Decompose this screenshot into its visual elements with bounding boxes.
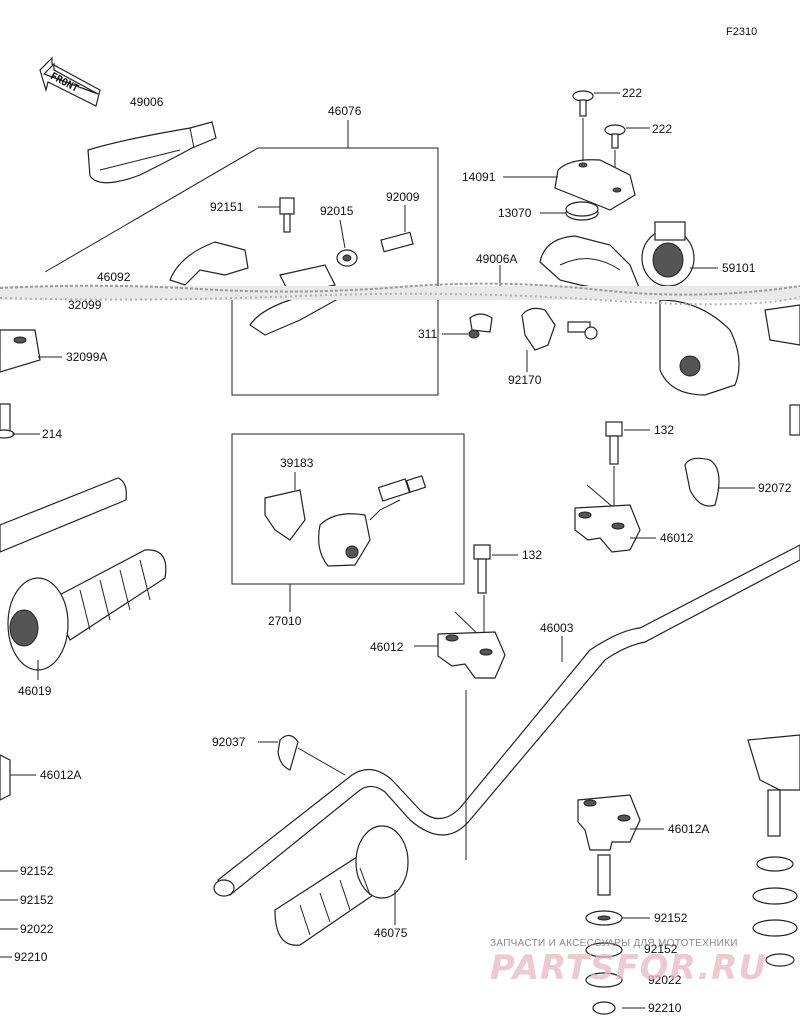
bolt-132-lower-icon — [473, 544, 491, 594]
part-number-92152-c[interactable]: 92152 — [654, 911, 688, 925]
riser-far-right-icon — [747, 734, 800, 967]
part-number-132-a[interactable]: 132 — [654, 423, 675, 437]
grip-46019-icon — [7, 549, 167, 671]
throttle-pulley-59101-icon — [641, 221, 695, 287]
part-number-46075[interactable]: 46075 — [374, 926, 408, 940]
part-number-46019[interactable]: 46019 — [18, 684, 52, 698]
throttle-holder-cover-icon — [554, 159, 636, 211]
part-number-222-a[interactable]: 222 — [622, 86, 643, 100]
left-bar-end-icon — [0, 477, 127, 553]
part-number-46092[interactable]: 46092 — [97, 270, 131, 284]
part-number-46012-b[interactable]: 46012 — [370, 640, 404, 654]
lever-bracket-icon — [659, 299, 800, 436]
part-number-92151[interactable]: 92151 — [210, 200, 244, 214]
bolt-92151-icon — [279, 197, 295, 233]
part-number-92072[interactable]: 92072 — [758, 481, 792, 495]
holder-32099A-icon — [0, 329, 41, 373]
part-number-46003[interactable]: 46003 — [540, 621, 574, 635]
part-number-92170[interactable]: 92170 — [508, 373, 542, 387]
part-number-92037[interactable]: 92037 — [212, 735, 246, 749]
bolt-214-icon — [0, 403, 15, 439]
front-arrow-icon — [39, 56, 101, 107]
screw-222-icon — [572, 90, 626, 149]
watermark-brand: PARTSFOR.RU — [490, 948, 768, 988]
part-number-92022-a[interactable]: 92022 — [20, 922, 54, 936]
part-number-132-b[interactable]: 132 — [522, 548, 543, 562]
part-number-92022-b[interactable]: 92022 — [648, 973, 682, 987]
part-number-46076[interactable]: 46076 — [328, 104, 362, 118]
bolt-132-upper-icon — [605, 421, 623, 465]
handlebar-clamp-lower-icon — [437, 631, 506, 679]
riser-46012A-left-icon — [0, 754, 11, 801]
throttle-housing-icon — [539, 235, 641, 291]
part-number-39183[interactable]: 39183 — [280, 456, 314, 470]
clip-92037-icon — [277, 734, 299, 771]
part-number-49006[interactable]: 49006 — [130, 95, 164, 109]
assembly-box-46076 — [44, 147, 439, 396]
grip-46075-icon — [274, 825, 409, 946]
part-number-311[interactable]: 311 — [418, 327, 438, 341]
part-number-46012A-b[interactable]: 46012A — [668, 822, 710, 836]
part-number-92152-d[interactable]: 92152 — [644, 942, 678, 956]
part-number-14091[interactable]: 14091 — [462, 170, 496, 184]
clamp-92170-icon — [468, 307, 598, 351]
watermark-tagline: ЗАПЧАСТИ И АКСЕССУАРЫ ДЛЯ МОТОТЕХНИКИ — [490, 938, 738, 949]
part-number-92009[interactable]: 92009 — [386, 190, 420, 204]
part-number-27010[interactable]: 27010 — [268, 614, 302, 628]
part-number-59101[interactable]: 59101 — [722, 261, 756, 275]
cable-guide-13070-icon — [565, 201, 599, 221]
adjuster-92009-icon — [380, 231, 414, 253]
part-number-92152-b[interactable]: 92152 — [20, 893, 54, 907]
part-number-214[interactable]: 214 — [42, 427, 63, 441]
part-number-46012-a[interactable]: 46012 — [660, 531, 694, 545]
handlebar-46003-icon — [213, 544, 800, 897]
washers-right-icon — [585, 910, 623, 1015]
band-92072-icon — [684, 457, 720, 507]
figure-code: F2310 — [726, 26, 758, 38]
part-number-13070[interactable]: 13070 — [498, 206, 532, 220]
riser-46012A-right-icon — [577, 794, 641, 896]
handlebar-clamp-upper-icon — [574, 504, 641, 553]
part-number-92210-a[interactable]: 92210 — [14, 950, 48, 964]
part-number-92152-a[interactable]: 92152 — [20, 864, 54, 878]
grip-cover-icon — [87, 121, 217, 184]
part-number-92015[interactable]: 92015 — [320, 204, 354, 218]
part-number-92210-b[interactable]: 92210 — [648, 1001, 682, 1015]
part-number-46012A-a[interactable]: 46012A — [40, 768, 82, 782]
part-number-49006A[interactable]: 49006A — [476, 252, 518, 266]
switch-assembly-box — [231, 433, 465, 585]
part-number-222-b[interactable]: 222 — [652, 122, 673, 136]
part-number-32099A[interactable]: 32099A — [66, 350, 108, 364]
part-number-32099[interactable]: 32099 — [68, 298, 102, 312]
nut-92015-icon — [336, 249, 358, 267]
switch-39183-icon — [264, 475, 427, 567]
